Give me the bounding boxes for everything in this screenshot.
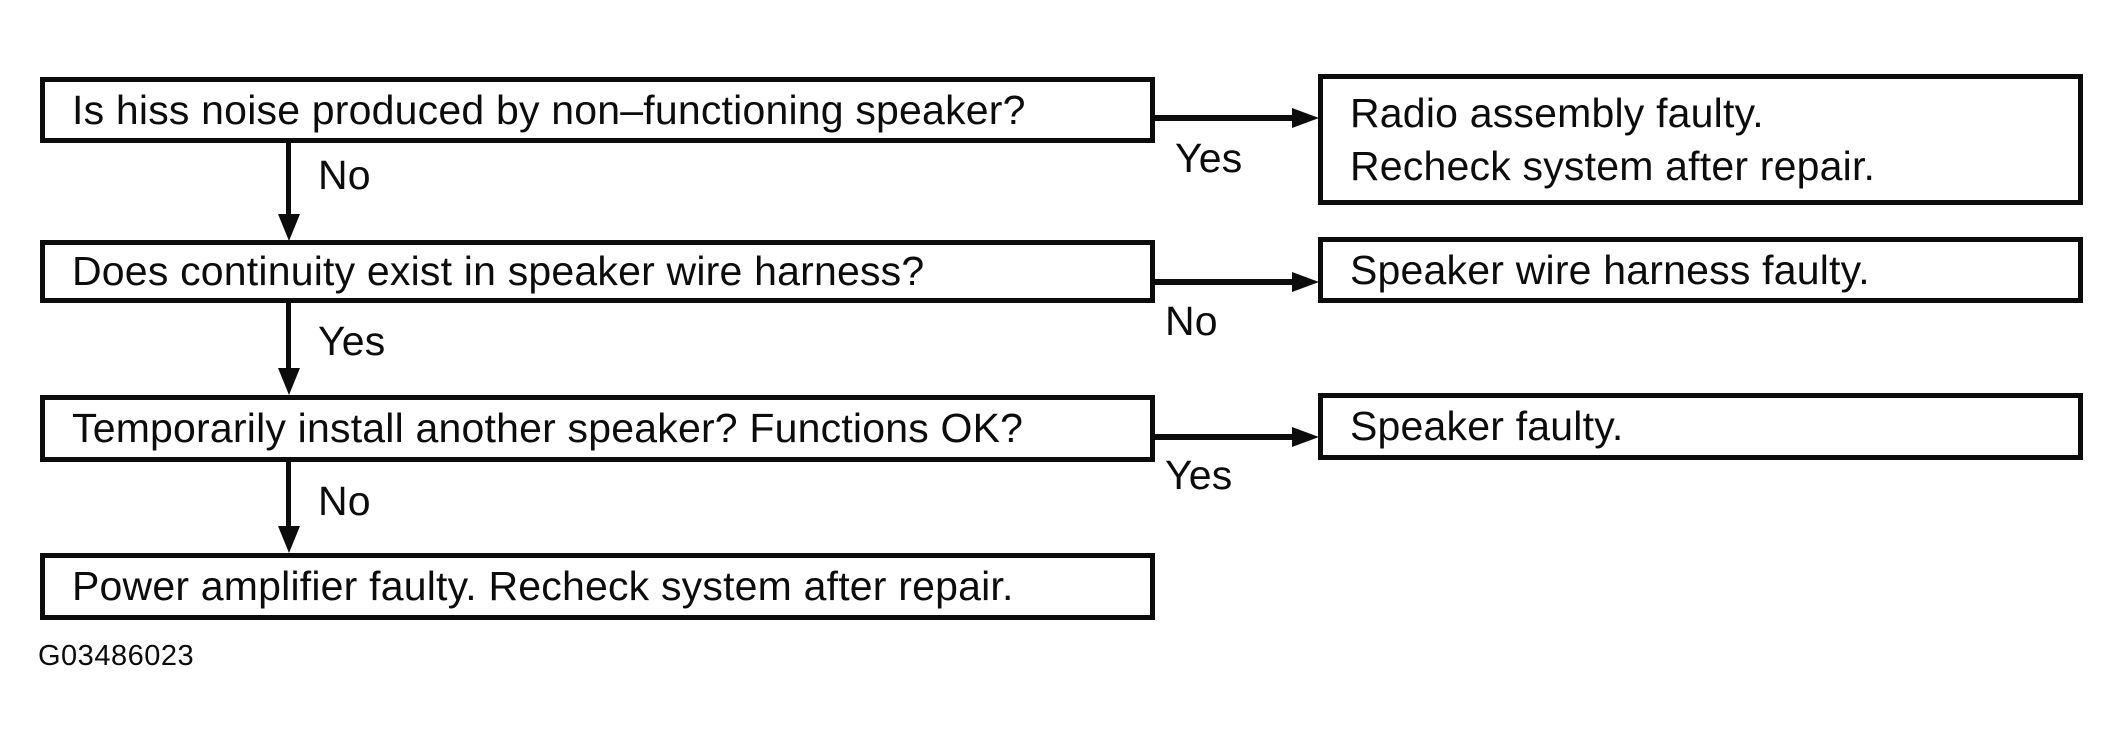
question-box-3-text: Temporarily install another speaker? Fun…: [72, 405, 1024, 452]
arrowhead-right-icon: [1292, 272, 1319, 292]
branch-label-right-3: Yes: [1165, 452, 1233, 498]
result-box-2-text: Speaker wire harness faulty.: [1350, 246, 1870, 293]
result-box-1-line-1: Radio assembly faulty.: [1350, 90, 1764, 137]
result-box-1-line-2: Recheck system after repair.: [1350, 142, 1876, 189]
question-box-2: Does continuity exist in speaker wire ha…: [40, 240, 1155, 303]
branch-label-down-2: Yes: [318, 318, 386, 364]
figure-code: G03486023: [38, 640, 195, 672]
branch-label-right-1: Yes: [1175, 135, 1243, 181]
arrowhead-down-icon: [278, 526, 300, 553]
result-box-3-text: Speaker faulty.: [1350, 403, 1624, 450]
question-box-3: Temporarily install another speaker? Fun…: [40, 395, 1155, 462]
arrow-down-1: [286, 143, 291, 217]
arrowhead-right-icon: [1292, 108, 1319, 128]
arrow-down-3: [286, 462, 291, 528]
result-box-3: Speaker faulty.: [1318, 393, 2083, 460]
branch-label-right-2: No: [1165, 298, 1218, 344]
result-box-final: Power amplifier faulty. Recheck system a…: [40, 553, 1155, 620]
result-box-final-text: Power amplifier faulty. Recheck system a…: [72, 563, 1014, 610]
arrow-down-2: [286, 303, 291, 371]
arrow-right-2: [1155, 279, 1295, 285]
question-box-2-text: Does continuity exist in speaker wire ha…: [72, 248, 925, 295]
arrowhead-down-icon: [278, 214, 300, 241]
branch-label-down-1: No: [318, 152, 371, 198]
result-box-2: Speaker wire harness faulty.: [1318, 237, 2083, 303]
arrow-right-1: [1155, 115, 1295, 121]
result-box-1: Radio assembly faulty. Recheck system af…: [1318, 74, 2083, 205]
arrowhead-right-icon: [1292, 427, 1319, 447]
branch-label-down-3: No: [318, 478, 371, 524]
arrowhead-down-icon: [278, 368, 300, 395]
result-box-1-text: Radio assembly faulty. Recheck system af…: [1323, 87, 1885, 192]
question-box-1: Is hiss noise produced by non–functionin…: [40, 77, 1155, 143]
question-box-1-text: Is hiss noise produced by non–functionin…: [72, 86, 1026, 133]
arrow-right-3: [1155, 434, 1295, 440]
